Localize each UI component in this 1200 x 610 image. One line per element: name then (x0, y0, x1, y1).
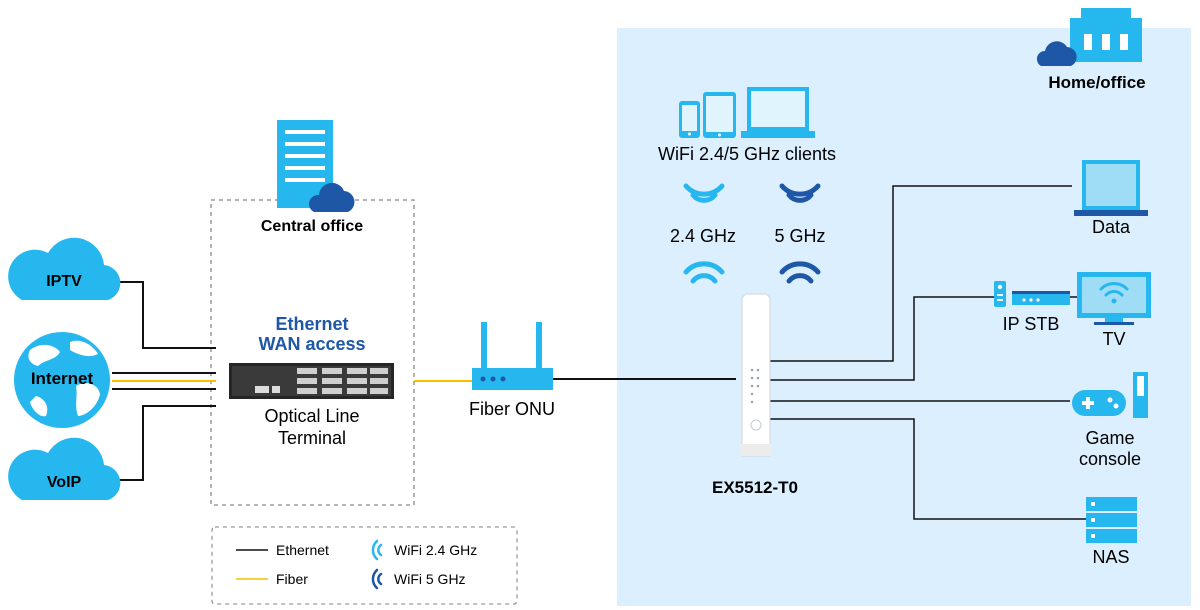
wifi-band-24-label: 2.4 GHz (670, 226, 736, 246)
console-icon (1133, 372, 1148, 418)
tv-icon (1077, 272, 1151, 325)
legend-wifi24-icon (371, 539, 383, 561)
central-office-cloud-icon (309, 182, 355, 212)
wifi-clients-label: WiFi 2.4/5 GHz clients (658, 144, 836, 164)
legend-wifi5-icon (371, 568, 383, 590)
remote-control-icon (994, 281, 1006, 307)
router-device (740, 293, 772, 457)
onu-label: Fiber ONU (469, 399, 555, 419)
data-label: Data (1092, 217, 1131, 237)
olt-label-line2: Terminal (278, 428, 346, 448)
iptv-cloud (8, 237, 121, 300)
phone-icon (679, 101, 700, 138)
internet-label: Internet (31, 369, 94, 388)
gamepad-icon (1072, 390, 1126, 416)
legend-ethernet-label: Ethernet (276, 542, 329, 558)
olt-label-line1: Optical Line (264, 406, 359, 426)
ipstb-label: IP STB (1003, 314, 1060, 334)
service-connections (112, 281, 216, 481)
tablet-icon (703, 92, 736, 138)
home-office-label: Home/office (1048, 73, 1145, 92)
legend-wifi5-label: WiFi 5 GHz (394, 571, 466, 587)
legend-fiber-label: Fiber (276, 571, 308, 587)
set-top-box-icon (1012, 291, 1070, 305)
router-nas-line (770, 418, 1086, 520)
olt-device (229, 363, 394, 399)
onu-device (472, 322, 553, 390)
voip-ethernet-line (112, 405, 216, 481)
iptv-label: IPTV (46, 273, 82, 290)
game-console-label-line1: Game (1085, 428, 1134, 448)
wifi-24-upper-icon (683, 183, 725, 203)
ethernet-wan-title: Ethernet (275, 314, 348, 334)
central-office-label: Central office (261, 218, 363, 235)
laptop-icon (741, 87, 815, 138)
game-console-label-line2: console (1079, 449, 1141, 469)
ethernet-wan-subtitle: WAN access (258, 334, 365, 354)
voip-cloud (8, 437, 121, 500)
legend-box (211, 526, 518, 605)
globe-icon (14, 332, 110, 428)
tv-label: TV (1102, 329, 1125, 349)
legend: Ethernet Fiber WiFi 2.4 GHz WiFi 5 GHz (211, 526, 518, 605)
wifi-5-lower-icon (779, 261, 821, 284)
router-stb-line (770, 296, 996, 381)
router-device-connections (770, 185, 1086, 520)
data-laptop-icon (1074, 160, 1148, 216)
iptv-ethernet-line (112, 281, 216, 349)
router-label: EX5512-T0 (712, 478, 798, 497)
nas-label: NAS (1092, 547, 1129, 567)
cloud-icon (1036, 41, 1077, 66)
nas-icon (1086, 497, 1137, 543)
legend-wifi24-label: WiFi 2.4 GHz (394, 542, 477, 558)
wifi-24-lower-icon (683, 261, 725, 284)
wifi-band-5-label: 5 GHz (774, 226, 825, 246)
voip-label: VoIP (47, 474, 82, 491)
router-data-line (770, 185, 1072, 362)
central-office-box (210, 199, 415, 506)
house-icon (1070, 8, 1142, 62)
wifi-5-upper-icon (779, 183, 821, 203)
